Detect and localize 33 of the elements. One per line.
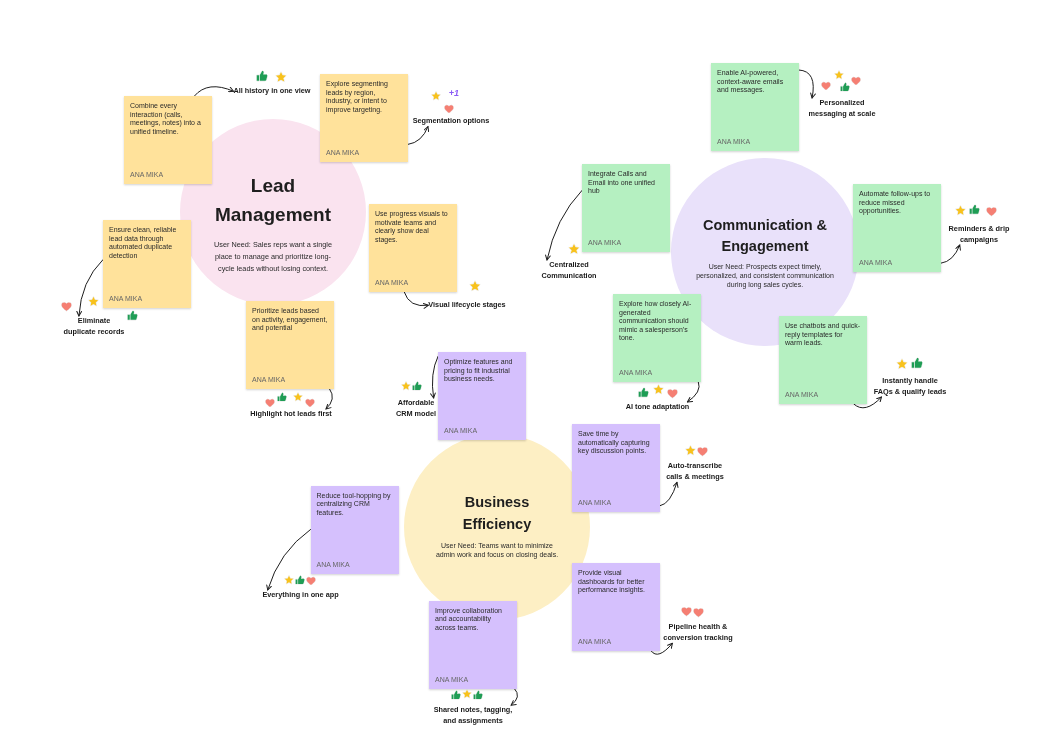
arrow (650, 642, 673, 655)
arrow (403, 291, 429, 309)
topic-title: Lead Management (213, 174, 333, 227)
topic-title: Business Efficiency (461, 493, 533, 534)
reaction-count: +1 (448, 88, 460, 98)
arrow (193, 86, 234, 97)
sticky-note (246, 301, 334, 389)
arrow (798, 69, 816, 99)
arrow (853, 396, 882, 409)
arrow (545, 189, 583, 261)
sticky-note (779, 316, 867, 404)
sticky-note (711, 63, 799, 151)
sticky-note (438, 352, 526, 440)
arrow (430, 355, 439, 399)
sticky-note (310, 485, 399, 574)
arrow (940, 244, 961, 264)
sticky-note (572, 563, 660, 651)
arrow (325, 388, 333, 410)
sticky-note (613, 294, 701, 382)
arrow (686, 381, 700, 403)
sticky-note (320, 74, 408, 162)
sticky-note (429, 600, 517, 689)
arrow (510, 688, 519, 706)
sticky-note (582, 164, 670, 252)
sticky-note (103, 220, 191, 308)
sticky-note (572, 424, 660, 512)
arrow (266, 529, 311, 591)
arrow (407, 126, 429, 145)
sticky-note (124, 96, 212, 184)
topic-title: Communication & Engagement (701, 215, 829, 256)
sticky-note (853, 184, 941, 272)
arrow (659, 481, 679, 507)
sticky-note (369, 204, 457, 292)
